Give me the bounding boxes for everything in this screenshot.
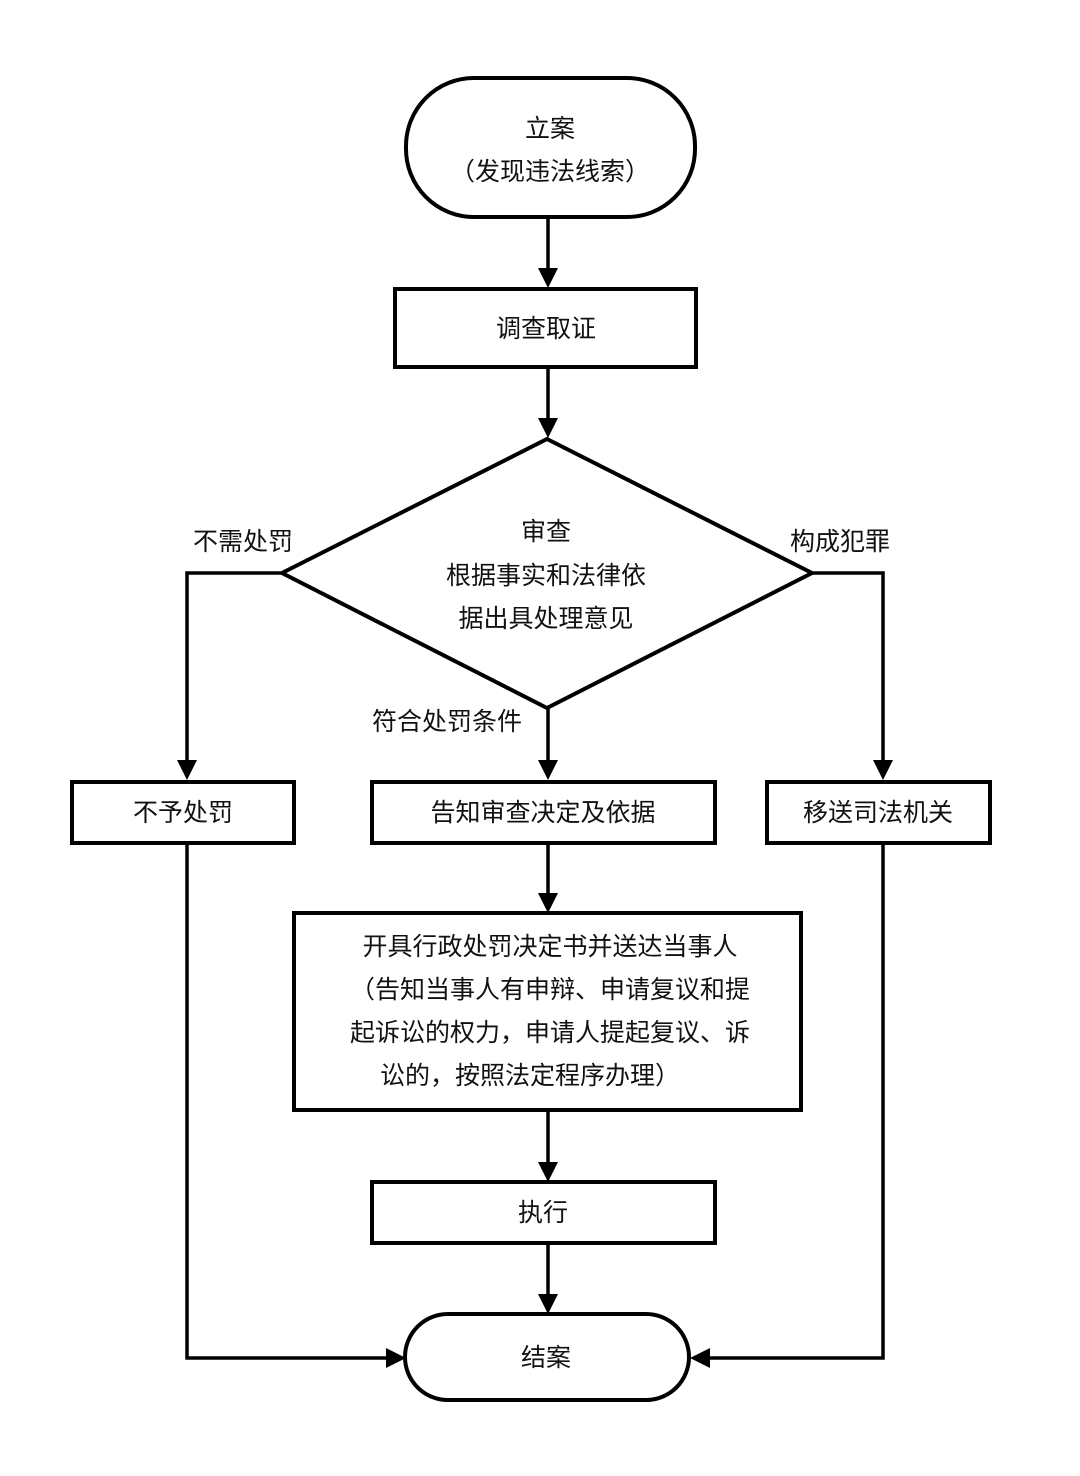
arrowhead-icon (873, 760, 893, 780)
node-issue-line-3: 起诉讼的权力，申请人提起复议、诉 (350, 1018, 750, 1047)
node-issue-line-4: 讼的，按照法定程序办理） (380, 1061, 680, 1090)
node-notify: 告知审查决定及依据 (370, 780, 717, 845)
node-end-label: 结案 (521, 1343, 571, 1372)
edge-review-transfer (812, 571, 885, 773)
node-review-line-2: 根据事实和法律依 (446, 561, 646, 590)
node-issue-decision: 开具行政处罚决定书并送达当事人 （告知当事人有申辩、申请复议和提 起诉讼的权力，… (292, 911, 803, 1112)
node-review-line-1: 审查 (521, 517, 571, 546)
arrowhead-icon (538, 418, 558, 438)
node-notify-label: 告知审查决定及依据 (430, 798, 655, 827)
node-transfer-label: 移送司法机关 (803, 798, 953, 827)
node-start: 立案 （发现违法线索） (404, 76, 697, 219)
node-review-line-3: 据出具处理意见 (458, 604, 633, 633)
edge-no-penalty-end (185, 843, 395, 1360)
node-review: 审查 根据事实和法律依 据出具处理意见 (277, 436, 817, 711)
edge-review-no-penalty (185, 571, 282, 773)
node-execute: 执行 (370, 1180, 717, 1245)
edge-label-penalty-conditions: 符合处罚条件 (372, 707, 522, 736)
arrowhead-icon (538, 1162, 558, 1182)
arrowhead-icon (538, 268, 558, 288)
arrowhead-icon (538, 1294, 558, 1314)
node-no-penalty: 不予处罚 (70, 780, 296, 845)
edge-label-crime: 构成犯罪 (790, 527, 890, 556)
node-transfer: 移送司法机关 (765, 780, 992, 845)
node-start-line-1: 立案 (525, 114, 575, 143)
node-execute-label: 执行 (518, 1198, 568, 1227)
arrowhead-icon (386, 1348, 406, 1368)
node-investigate: 调查取证 (393, 287, 698, 369)
arrowhead-icon (538, 893, 558, 913)
node-start-line-2: （发现违法线索） (450, 157, 650, 186)
connectors (185, 217, 885, 1360)
node-issue-line-2: （告知当事人有申辩、申请复议和提 (350, 975, 750, 1004)
arrowheads (177, 268, 893, 1368)
node-end: 结案 (403, 1312, 691, 1402)
edge-transfer-end (702, 843, 885, 1360)
edge-label-no-penalty-needed: 不需处罚 (193, 527, 293, 556)
node-no-penalty-label: 不予处罚 (133, 798, 233, 827)
arrowhead-icon (538, 760, 558, 780)
node-investigate-label: 调查取证 (496, 314, 596, 343)
arrowhead-icon (690, 1348, 710, 1368)
node-issue-line-1: 开具行政处罚决定书并送达当事人 (362, 932, 737, 961)
arrowhead-icon (177, 760, 197, 780)
